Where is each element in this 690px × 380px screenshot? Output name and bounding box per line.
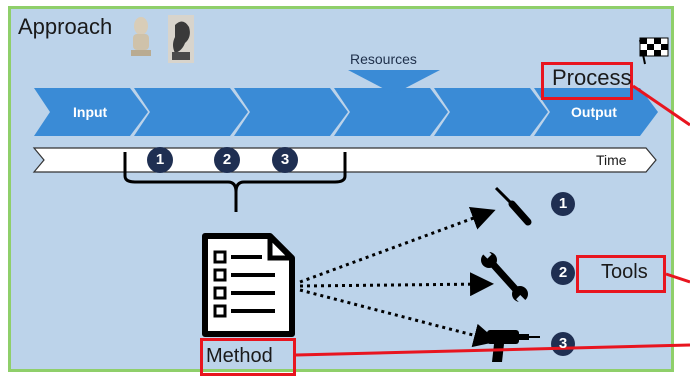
slide-title: Approach bbox=[18, 14, 113, 39]
chevron-input bbox=[34, 88, 148, 136]
process-connector-line bbox=[632, 84, 690, 127]
tool-circle-1 bbox=[551, 192, 575, 216]
chevron-step-5 bbox=[434, 88, 548, 136]
step-circle-2 bbox=[214, 147, 240, 173]
tools-label: Tools bbox=[601, 261, 648, 283]
step-circle-1 bbox=[147, 147, 173, 173]
resources-arrow bbox=[348, 70, 440, 94]
output-label: Output bbox=[571, 104, 617, 120]
method-label: Method bbox=[206, 345, 273, 367]
chevron-step-4 bbox=[334, 88, 448, 136]
time-label: Time bbox=[596, 152, 627, 168]
dotted-arrow-1 bbox=[299, 206, 496, 284]
chevron-step-3 bbox=[234, 88, 348, 136]
method-connector-line bbox=[295, 343, 690, 357]
philosopher-bust-icon bbox=[131, 17, 151, 56]
method-highlight-box bbox=[200, 338, 296, 376]
tool-circle-3 bbox=[551, 332, 575, 356]
approach-panel bbox=[8, 6, 674, 372]
input-label: Input bbox=[73, 104, 108, 120]
checklist-document-icon bbox=[202, 233, 295, 337]
process-label: Process bbox=[552, 65, 632, 90]
checkered-flag-icon bbox=[639, 37, 669, 65]
step-number-3: 3 bbox=[280, 151, 290, 168]
tool-number-1: 1 bbox=[558, 195, 568, 212]
drill-icon bbox=[487, 330, 540, 362]
step-number-2: 2 bbox=[222, 151, 232, 168]
dotted-arrow-3 bbox=[299, 288, 498, 348]
wrench-icon bbox=[481, 248, 528, 306]
tool-circle-2 bbox=[551, 261, 575, 285]
tool-number-3: 3 bbox=[558, 335, 568, 352]
steps-bracket bbox=[123, 152, 347, 212]
process-highlight-box bbox=[541, 62, 633, 100]
step-number-1: 1 bbox=[155, 151, 165, 168]
chevron-output bbox=[534, 88, 658, 136]
step-circle-3 bbox=[272, 147, 298, 173]
thinker-statue-icon bbox=[168, 15, 194, 63]
chevron-step-2 bbox=[134, 88, 248, 136]
tool-number-2: 2 bbox=[558, 264, 568, 281]
resources-label: Resources bbox=[350, 51, 417, 67]
tools-highlight-box bbox=[576, 255, 666, 293]
dotted-arrow-2 bbox=[299, 272, 494, 297]
process-chevrons bbox=[34, 88, 658, 136]
screwdriver-icon bbox=[494, 186, 532, 226]
tools-connector-line bbox=[665, 272, 690, 284]
